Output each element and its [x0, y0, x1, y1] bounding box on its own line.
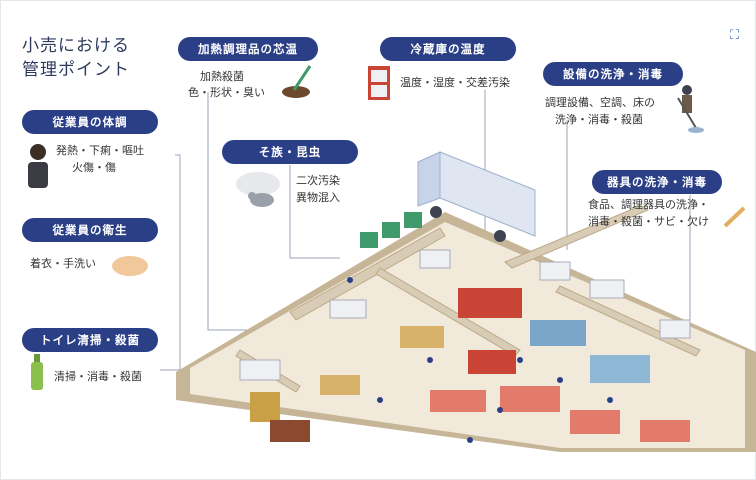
- desc-pests-1: 二次汚染: [296, 174, 340, 187]
- dumpsters: [360, 212, 422, 248]
- label-pests: そ族・昆虫: [222, 140, 358, 164]
- desc-utensils-1: 食品、調理器具の洗浄・: [588, 198, 709, 211]
- label-hygiene: 従業員の衛生: [22, 218, 158, 242]
- thermometer-icon: [282, 65, 312, 98]
- title-line-2: 管理ポイント: [22, 60, 130, 80]
- desc-heating-2: 色・形状・臭い: [188, 86, 265, 99]
- shoppers: [347, 277, 613, 443]
- handwash-icon: [112, 256, 148, 276]
- label-fridge: 冷蔵庫の温度: [380, 37, 516, 61]
- desc-heating-1: 加熱殺菌: [200, 70, 244, 83]
- desc-facility-2: 洗浄・消毒・殺菌: [555, 113, 643, 126]
- sick-person-icon: [28, 144, 48, 188]
- desc-health-1: 発熱・下痢・嘔吐: [56, 144, 144, 157]
- fridge-icon: [368, 66, 390, 100]
- kitchen-equipment: [239, 249, 691, 381]
- mop-icon: [677, 85, 704, 133]
- desc-pests-2: 異物混入: [296, 191, 340, 204]
- bottle-icon: [31, 354, 43, 390]
- knife-icon: [723, 206, 746, 228]
- label-health: 従業員の体調: [22, 110, 158, 134]
- expand-icon[interactable]: ⛶: [730, 28, 740, 43]
- diagram-title: 小売における 管理ポイント: [22, 34, 130, 82]
- label-utensils: 器具の洗浄・消毒: [592, 170, 722, 194]
- desc-fridge-1: 温度・湿度・交差汚染: [400, 76, 510, 89]
- label-heating: 加熱調理品の芯温: [178, 37, 318, 61]
- desc-toilet-1: 清掃・消毒・殺菌: [54, 370, 142, 383]
- store-shelves: [250, 288, 690, 442]
- label-facility: 設備の洗浄・消毒: [543, 62, 683, 86]
- mouse-icon: [236, 172, 280, 207]
- label-toilet: トイレ清掃・殺菌: [22, 328, 158, 352]
- title-line-1: 小売における: [22, 36, 130, 56]
- delivery-truck: [417, 151, 536, 242]
- desc-hygiene-1: 着衣・手洗い: [30, 257, 96, 270]
- desc-utensils-2: 消毒・殺菌・サビ・欠け: [588, 215, 709, 228]
- desc-facility-1: 調理設備、空調、床の: [545, 96, 655, 109]
- desc-health-2: 火傷・傷: [72, 161, 116, 174]
